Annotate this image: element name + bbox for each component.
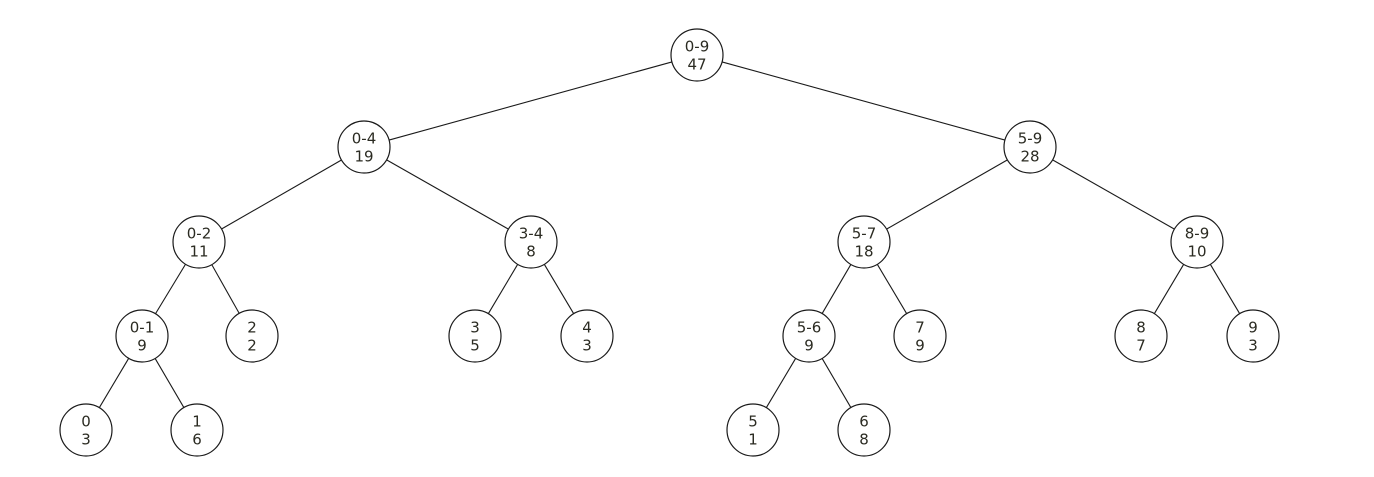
node-value-label: 9 [137,337,147,355]
node-value-label: 8 [526,243,536,261]
node-circle [670,28,724,82]
tree-node[interactable]: 87 [1114,309,1168,363]
node-range-label: 7 [915,319,925,337]
tree-edge [1209,264,1241,314]
tree-edge [154,358,185,408]
node-value-label: 3 [81,431,91,449]
tree-node[interactable]: 5-928 [1003,120,1057,174]
tree-node[interactable]: 43 [560,309,614,363]
node-value-label: 1 [748,431,758,449]
node-range-label: 1 [192,413,202,431]
node-circle [837,403,891,457]
tree-edge [821,264,852,314]
tree-edge [211,264,240,314]
node-range-label: 0-9 [685,38,710,56]
tree-edge [886,159,1008,230]
tree-edge [876,264,908,314]
node-circle [726,403,780,457]
node-value-label: 19 [354,148,373,166]
tree-edge [1052,159,1175,230]
tree-node[interactable]: 79 [893,309,947,363]
node-range-label: 8-9 [1185,225,1210,243]
tree-edge [221,159,342,230]
node-range-label: 5-7 [852,225,877,243]
tree-node[interactable]: 0-419 [337,120,391,174]
tree-edge [821,358,852,408]
tree-node[interactable]: 68 [837,403,891,457]
tree-node[interactable]: 16 [170,403,224,457]
node-circle [1226,309,1280,363]
node-circle [837,215,891,269]
tree-node[interactable]: 0-211 [172,215,226,269]
node-circle [337,120,391,174]
node-value-label: 9 [915,337,925,355]
tree-node[interactable]: 8-910 [1170,215,1224,269]
node-circle [59,403,113,457]
tree-node[interactable]: 5-69 [782,309,836,363]
node-range-label: 0-2 [187,225,212,243]
tree-edge [487,264,519,314]
node-range-label: 0-4 [352,130,377,148]
node-range-label: 0-1 [130,319,155,337]
tree-node[interactable]: 03 [59,403,113,457]
node-value-label: 9 [804,337,814,355]
tree-node[interactable]: 51 [726,403,780,457]
nodes-layer: 0-9470-4195-9280-2113-485-7188-9100-1922… [59,28,1280,457]
node-value-label: 11 [189,243,208,261]
node-value-label: 2 [247,337,257,355]
tree-node[interactable]: 3-48 [504,215,558,269]
node-range-label: 5-6 [797,319,822,337]
node-circle [115,309,169,363]
node-value-label: 7 [1136,337,1146,355]
node-range-label: 8 [1136,319,1146,337]
node-circle [448,309,502,363]
node-circle [225,309,279,363]
node-range-label: 3-4 [519,225,544,243]
tree-edge [1153,264,1185,314]
node-value-label: 5 [470,337,480,355]
node-range-label: 9 [1248,319,1258,337]
node-range-label: 4 [582,319,592,337]
node-value-label: 3 [582,337,592,355]
node-value-label: 8 [859,431,869,449]
tree-edge [98,358,130,408]
node-range-label: 2 [247,319,257,337]
node-range-label: 5 [748,413,758,431]
node-value-label: 6 [192,431,202,449]
node-value-label: 47 [687,56,706,74]
tree-node[interactable]: 35 [448,309,502,363]
node-circle [893,309,947,363]
tree-node[interactable]: 5-718 [837,215,891,269]
node-circle [170,403,224,457]
node-range-label: 3 [470,319,480,337]
tree-edge [155,263,186,315]
node-range-label: 5-9 [1018,130,1043,148]
tree-edge [721,61,1006,141]
node-circle [172,215,226,269]
tree-edge [765,358,797,408]
node-circle [1170,215,1224,269]
tree-node[interactable]: 93 [1226,309,1280,363]
node-value-label: 10 [1187,243,1206,261]
edges-layer [98,61,1241,408]
node-value-label: 3 [1248,337,1258,355]
tree-node[interactable]: 0-947 [670,28,724,82]
node-value-label: 18 [854,243,873,261]
tree-node[interactable]: 22 [225,309,279,363]
node-circle [1114,309,1168,363]
node-value-label: 28 [1020,148,1039,166]
node-range-label: 6 [859,413,869,431]
node-circle [560,309,614,363]
node-circle [1003,120,1057,174]
node-range-label: 0 [81,413,91,431]
node-circle [782,309,836,363]
tree-edge [543,264,575,314]
tree-edge [388,61,673,141]
tree-node[interactable]: 0-19 [115,309,169,363]
tree-edge [386,159,509,230]
node-circle [504,215,558,269]
